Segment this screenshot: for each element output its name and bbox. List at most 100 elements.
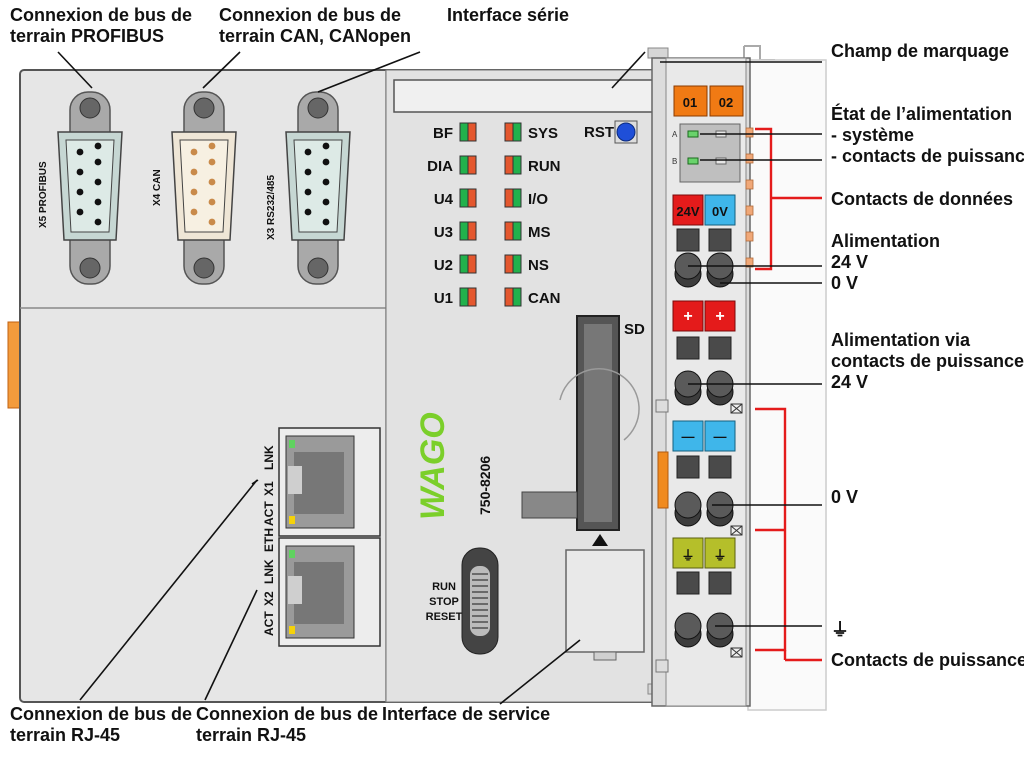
serial-interface-cover[interactable] (393, 79, 657, 113)
clamp-latch[interactable] (708, 571, 732, 595)
led-run-green (512, 155, 522, 175)
led-can-red (504, 287, 514, 307)
terminal-minus-1[interactable] (672, 420, 704, 452)
eth-label: ETH (262, 528, 276, 552)
led-u4-red (467, 188, 477, 208)
rj45-port-x2[interactable] (278, 537, 381, 647)
marking-tag-02[interactable] (709, 85, 744, 117)
eject-arrow-icon (592, 534, 608, 546)
callout-data-contacts: Contacts de données (831, 189, 1013, 209)
led-can-green (512, 287, 522, 307)
led-u3-red (467, 221, 477, 241)
service-interface[interactable] (565, 549, 645, 661)
callout-power-state-line-2: - système (831, 125, 914, 145)
clamp-latch[interactable] (676, 455, 700, 479)
callout-rj45-1-line-2: terrain RJ-45 (10, 725, 120, 745)
eth-x2-lnk: LNK (262, 559, 276, 584)
led-bf-green (459, 122, 469, 142)
led-u1-green (459, 287, 469, 307)
lnk-led-x1 (289, 440, 295, 448)
port-label-x5: X5 PROFIBUS (38, 161, 49, 228)
callout-can-line-2: terrain CAN, CANopen (219, 26, 411, 46)
callout-profibus-line-2: terrain PROFIBUS (10, 26, 164, 46)
led-label-sys: SYS (528, 125, 558, 142)
callout-supply-via-line-3: 24 V (831, 372, 868, 392)
led-label-u4: U4 (434, 191, 454, 208)
eth-x2-id: X2 (262, 591, 276, 606)
led-dia-green (459, 155, 469, 175)
led-label-ms: MS (528, 224, 551, 241)
run-stop-reset-switch[interactable] (461, 547, 499, 655)
model-number: 750-8206 (477, 456, 493, 515)
callout-power-state-line-3: - contacts de puissance (831, 146, 1024, 166)
led-label-io: I/O (528, 191, 548, 208)
terminal-plus-1-label: + (683, 308, 692, 325)
sd-label: SD (624, 321, 645, 338)
rj45-port-x1[interactable] (278, 427, 381, 537)
terminal-plus-1[interactable] (672, 300, 704, 332)
led-label-u1: U1 (434, 290, 453, 307)
callout-can: Connexion de bus de (219, 5, 401, 25)
led-run-red (504, 155, 514, 175)
mode-switch-lever[interactable] (521, 491, 578, 519)
eth-x1-lnk: LNK (262, 445, 276, 470)
clamp-latch[interactable] (708, 455, 732, 479)
callout-ground: ⏚ (831, 620, 849, 640)
switch-label-stop: STOP (429, 596, 459, 608)
led-sys-green (512, 122, 522, 142)
callout-profibus: Connexion de bus de (10, 5, 192, 25)
led-ns-red (504, 254, 514, 274)
led-label-dia: DIA (427, 158, 453, 175)
power-contact-markers (730, 403, 743, 658)
terminal-minus-2[interactable] (704, 420, 736, 452)
leader-lines (57, 51, 822, 705)
reset-button[interactable] (616, 122, 636, 142)
terminal-earth-2[interactable] (704, 537, 736, 569)
led-label-u3: U3 (434, 224, 453, 241)
sd-card-slot[interactable] (576, 315, 620, 531)
clamp-latch[interactable] (676, 336, 700, 360)
port-label-x3: X3 RS232/485 (266, 175, 277, 240)
led-label-bf: BF (433, 125, 453, 142)
led-a-label: A (672, 130, 678, 139)
led-ns-green (512, 254, 522, 274)
serial-connector[interactable] (285, 91, 351, 285)
callout-zero-v: 0 V (831, 487, 858, 507)
callout-marking: Champ de marquage (831, 41, 1009, 61)
field-power-led (687, 157, 699, 165)
profibus-connector[interactable] (57, 91, 123, 285)
rst-label: RST (584, 124, 614, 141)
led-u1-red (467, 287, 477, 307)
callout-rj45-2-line-2: terrain RJ-45 (196, 725, 306, 745)
led-u3-green (459, 221, 469, 241)
callout-supply-line-3: 0 V (831, 273, 858, 293)
callout-power-contacts: Contacts de puissance (831, 650, 1024, 670)
terminal-earth-2-label: ⏚ (713, 548, 726, 563)
callout-supply-via-line-2: contacts de puissance (831, 351, 1024, 371)
terminal-minus-2-label: — (714, 429, 727, 444)
terminal-0v[interactable] (704, 194, 736, 226)
clamp-latch[interactable] (676, 228, 700, 252)
marking-tag-01[interactable] (673, 85, 708, 117)
led-label-ns: NS (528, 257, 549, 274)
can-connector[interactable] (171, 91, 237, 285)
data-contacts (745, 127, 754, 268)
led-io-green (512, 188, 522, 208)
clamp-latch[interactable] (708, 336, 732, 360)
port-label-x4: X4 CAN (152, 169, 163, 206)
eth-x1-act: ACT (262, 501, 276, 526)
eth-x1-id: X1 (262, 481, 276, 496)
led-ms-red (504, 221, 514, 241)
clamp-latch[interactable] (676, 571, 700, 595)
clamp-latch[interactable] (708, 228, 732, 252)
led-io-red (504, 188, 514, 208)
system-power-led (687, 130, 699, 138)
led-label-run: RUN (528, 158, 561, 175)
terminal-24v[interactable] (672, 194, 704, 226)
marking-tag-02-text: 02 (719, 95, 733, 110)
terminal-plus-2[interactable] (704, 300, 736, 332)
terminal-earth-1[interactable] (672, 537, 704, 569)
terminal-plus-2-label: + (715, 308, 724, 325)
